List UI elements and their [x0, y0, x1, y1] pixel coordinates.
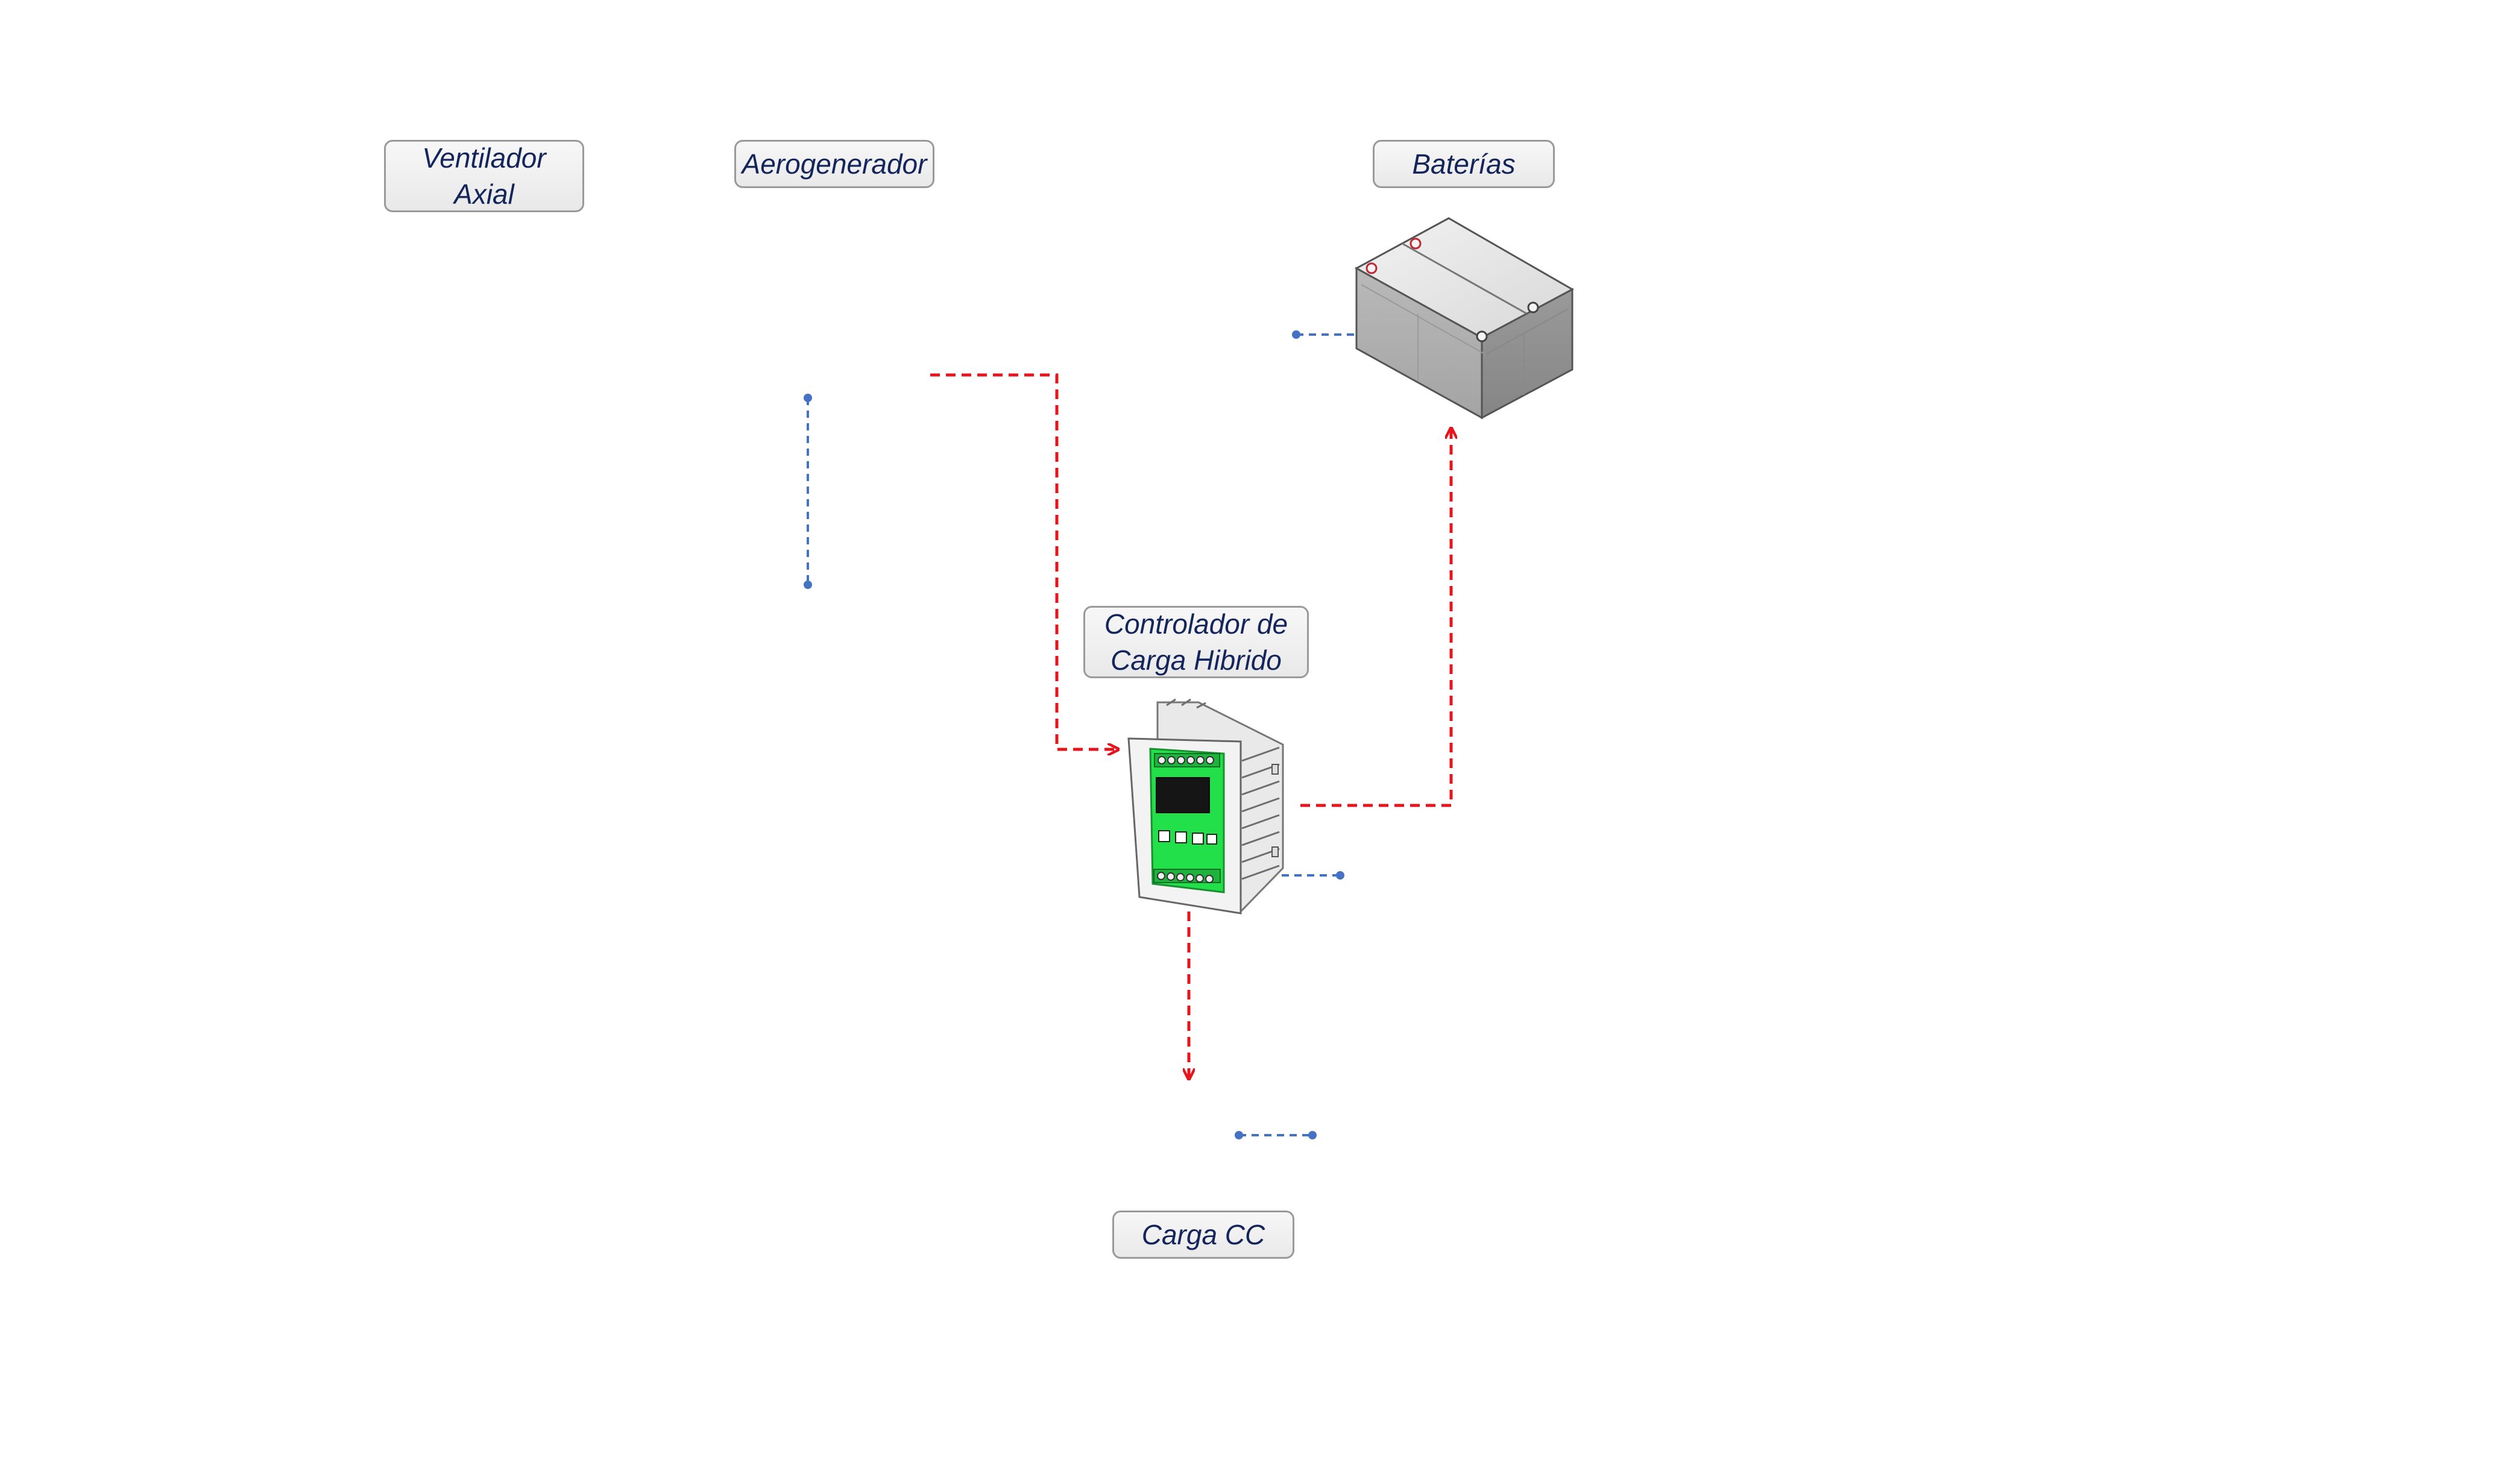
flow-aerogenerador-to-controlador	[930, 373, 1118, 749]
label-aerogenerador-text: Aerogenerador	[742, 148, 927, 180]
label-controlador-line2: Carga Hibrido	[1110, 644, 1282, 676]
label-aerogenerador: Aerogenerador	[734, 140, 934, 188]
label-carga-cc-text: Carga CC	[1141, 1219, 1265, 1250]
label-controlador-line1: Controlador de	[1104, 608, 1288, 640]
label-baterias: Baterías	[1373, 140, 1555, 188]
battery-icon	[1354, 217, 1575, 420]
label-controlador: Controlador de Carga Hibrido	[1083, 606, 1309, 678]
flow-controlador-to-baterias	[1300, 428, 1451, 807]
wire-carga-cc	[1235, 1131, 1317, 1139]
label-baterias-text: Baterías	[1412, 148, 1516, 180]
label-carga-cc: Carga CC	[1112, 1211, 1294, 1259]
wire-aerogenerador-vertical	[804, 394, 812, 589]
label-ventilador-axial: Ventilador Axial	[384, 140, 584, 212]
label-ventilador-line1: Ventilador	[422, 142, 546, 174]
label-ventilador-line2: Axial	[454, 178, 514, 210]
charge-controller-icon	[1127, 698, 1284, 915]
